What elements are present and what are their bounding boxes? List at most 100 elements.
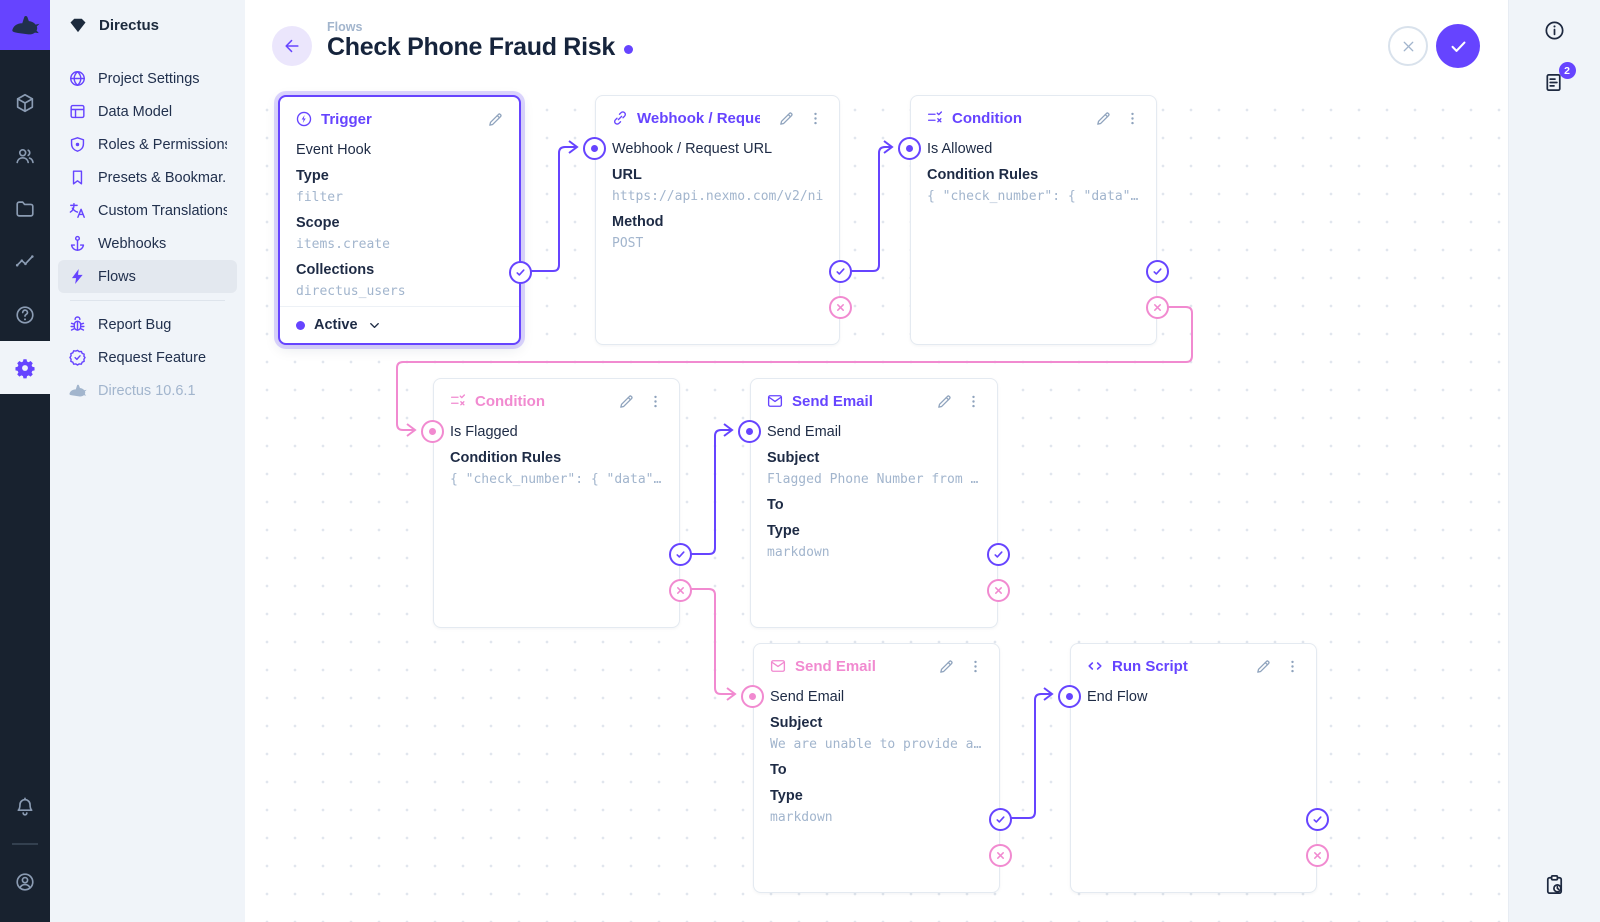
sidebar-divider [70, 300, 225, 301]
edit-icon[interactable] [485, 109, 506, 130]
flow-card-webhook[interactable]: Webhook / Request URL Webhook / Request … [583, 95, 852, 345]
input-port[interactable] [421, 420, 444, 443]
reject-port[interactable] [1306, 844, 1329, 867]
field-value: items.create [296, 237, 390, 252]
connection-webhook-cond1 [840, 140, 894, 272]
input-port[interactable] [738, 420, 761, 443]
mail-icon [769, 657, 787, 675]
sidebar-item-request-feature[interactable]: Request Feature [58, 341, 237, 374]
kebab-menu-icon[interactable] [805, 108, 826, 129]
card-header: Send Email [751, 379, 997, 423]
field-value: markdown [767, 545, 830, 560]
chevron-down-icon [367, 318, 382, 333]
project-chooser[interactable]: Directus [50, 0, 245, 50]
field-label: To [770, 762, 787, 778]
sidebar-item-roles-permissions[interactable]: Roles & Permissions [58, 128, 237, 161]
notifications-doc-icon [1543, 71, 1566, 94]
operation-name: Send Email [770, 689, 845, 705]
revisions-sidebar-button[interactable] [1533, 862, 1577, 906]
user-circle-icon [14, 871, 36, 893]
sidebar-item-directus-10-6-1: Directus 10.6.1 [58, 374, 237, 407]
field-value: https://api.nexmo.com/v2/ni [612, 189, 823, 204]
sidebar-item-project-settings[interactable]: Project Settings [58, 62, 237, 95]
info-sidebar-button[interactable] [1533, 8, 1577, 52]
rail-insights-module[interactable] [0, 235, 50, 288]
flow-canvas[interactable]: Flows Check Phone Fraud Risk Trigger Eve… [245, 0, 1508, 922]
rail-users-module[interactable] [0, 129, 50, 182]
resolve-port[interactable] [989, 808, 1012, 831]
rail-files-module[interactable] [0, 182, 50, 235]
sidebar-item-webhooks[interactable]: Webhooks [58, 227, 237, 260]
rail-settings-module[interactable] [0, 341, 50, 394]
resolve-port[interactable] [1146, 260, 1169, 283]
save-button[interactable] [1436, 24, 1480, 68]
input-port[interactable] [1058, 685, 1081, 708]
rail-account[interactable] [0, 855, 50, 908]
resolve-port[interactable] [1306, 808, 1329, 831]
back-button[interactable] [272, 26, 312, 66]
reject-port[interactable] [987, 579, 1010, 602]
resolve-port[interactable] [669, 543, 692, 566]
input-port[interactable] [741, 685, 764, 708]
kebab-menu-icon[interactable] [965, 656, 986, 677]
card-body: End Flow [1071, 687, 1316, 708]
input-port[interactable] [898, 137, 921, 160]
edit-icon[interactable] [776, 108, 797, 129]
notices-sidebar-button[interactable]: 2 [1533, 60, 1577, 104]
discard-button[interactable] [1388, 26, 1428, 66]
kebab-menu-icon[interactable] [963, 391, 984, 412]
edit-icon[interactable] [936, 656, 957, 677]
reject-port[interactable] [829, 296, 852, 319]
globe-icon [68, 69, 87, 88]
reject-port[interactable] [989, 844, 1012, 867]
mail-icon [766, 392, 784, 410]
directus-logo[interactable] [0, 0, 50, 50]
badge-check-icon [68, 348, 87, 367]
connection-cond1-cond2 [396, 306, 1193, 437]
kebab-menu-icon[interactable] [1122, 108, 1143, 129]
sidebar-item-presets-bookmar[interactable]: Presets & Bookmar... [58, 161, 237, 194]
flow-card-script[interactable]: Run Script End Flow [1058, 643, 1329, 893]
edit-icon[interactable] [1093, 108, 1114, 129]
resolve-port[interactable] [829, 260, 852, 283]
edit-icon[interactable] [934, 391, 955, 412]
edit-icon[interactable] [1253, 656, 1274, 677]
sidebar-item-label: Report Bug [98, 316, 172, 333]
rail-notifications[interactable] [0, 780, 50, 833]
kebab-menu-icon[interactable] [645, 391, 666, 412]
sidebar-rail-right: 2 [1508, 0, 1600, 922]
resolve-port[interactable] [987, 543, 1010, 566]
reject-port[interactable] [1146, 296, 1169, 319]
rail-divider [12, 843, 38, 845]
rail-content-module[interactable] [0, 76, 50, 129]
sidebar-item-flows[interactable]: Flows [58, 260, 237, 293]
input-port[interactable] [583, 137, 606, 160]
kebab-menu-icon[interactable] [1282, 656, 1303, 677]
unsaved-changes-dot [623, 44, 633, 54]
resolve-port[interactable] [509, 261, 532, 284]
sidebar-item-report-bug[interactable]: Report Bug [58, 308, 237, 341]
insights-icon [14, 251, 36, 273]
bookmark-icon [68, 168, 87, 187]
folder-icon [14, 198, 36, 220]
rail-docs-module[interactable] [0, 288, 50, 341]
edit-icon[interactable] [616, 391, 637, 412]
sidebar-item-data-model[interactable]: Data Model [58, 95, 237, 128]
field-label: URL [612, 167, 642, 183]
field-value: filter [296, 190, 343, 205]
card-title: Trigger [321, 110, 372, 128]
trigger-status-toggle[interactable]: Active [280, 306, 519, 343]
reject-port[interactable] [669, 579, 692, 602]
card-title: Webhook / Request URL [637, 109, 760, 127]
sidebar-item-custom-translations[interactable]: Custom Translations [58, 194, 237, 227]
breadcrumb[interactable]: Flows [327, 20, 363, 34]
gear-icon [14, 357, 36, 379]
